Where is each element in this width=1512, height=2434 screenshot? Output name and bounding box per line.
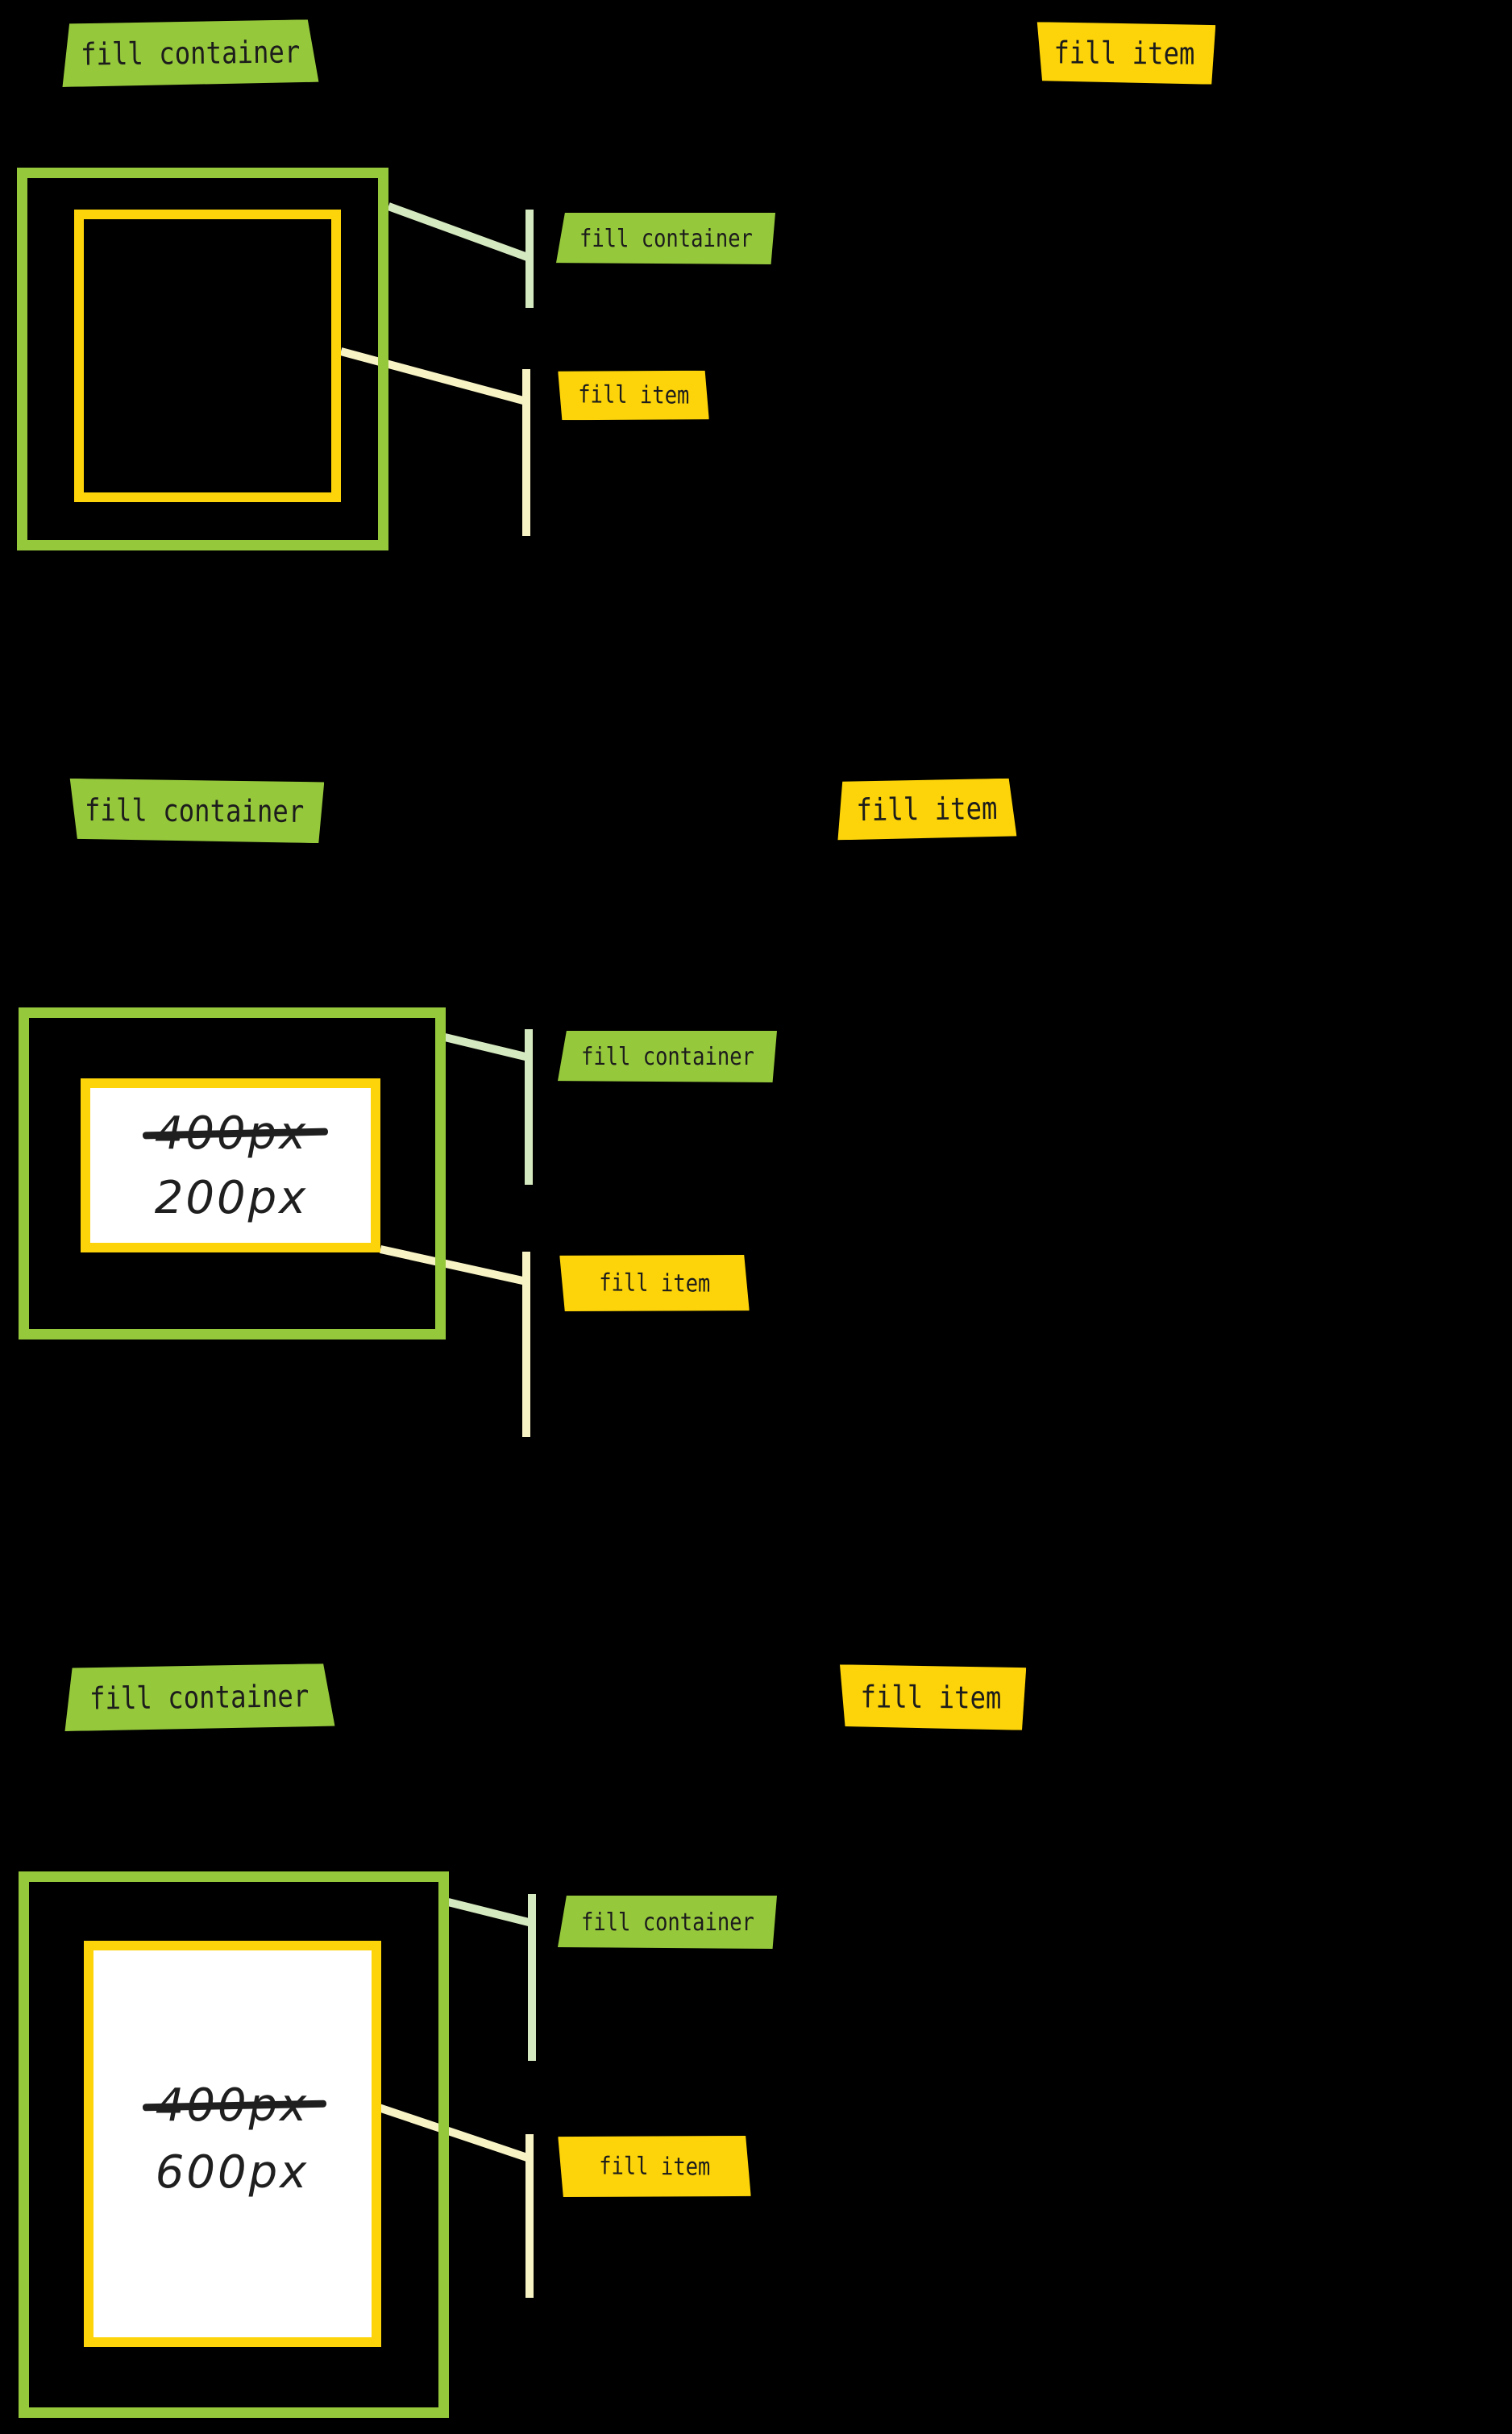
section1-container-connector	[387, 202, 534, 308]
section1-header-container-label: fill container	[80, 34, 301, 73]
section2-callout-item-sticker: fill item	[559, 1253, 750, 1313]
section3-header-item-sticker: fill item	[836, 1664, 1027, 1730]
section1-header-item-label: fill item	[1053, 35, 1195, 72]
section1-header-item-sticker: fill item	[1033, 22, 1216, 85]
section2-header-container-label: fill container	[84, 792, 305, 829]
section2-callout-container-label: fill container	[580, 1042, 754, 1071]
section3-item-frame	[84, 1941, 381, 2347]
section2-header-item-sticker: fill item	[837, 779, 1017, 841]
section3-callout-container-sticker: fill container	[558, 1896, 777, 1949]
section3-item-new-width-text: 600px	[155, 2145, 309, 2199]
section1-item-frame	[74, 210, 341, 502]
section2-container-frame	[19, 1007, 446, 1340]
section2-container-connector	[443, 1029, 533, 1185]
section3-container-frame	[19, 1871, 449, 2418]
section2-callout-container-sticker: fill container	[558, 1031, 777, 1082]
section3-header-container-label: fill container	[89, 1678, 309, 1717]
section1-header-container-sticker: fill container	[62, 19, 319, 87]
section1-callout-container-label: fill container	[579, 224, 753, 253]
section1-container-frame	[17, 168, 388, 550]
section1-callout-container-sticker: fill container	[556, 213, 775, 264]
section2-callout-item-label: fill item	[598, 1268, 711, 1298]
section3-container-connector	[447, 1894, 536, 2061]
section3-callout-item-sticker: fill item	[558, 2134, 752, 2199]
section3-callout-container-label: fill container	[580, 1908, 754, 1937]
section3-callout-item-label: fill item	[598, 2151, 711, 2182]
section2-header-container-sticker: fill container	[64, 779, 325, 843]
section2-item-new-width-text: 200px	[154, 1171, 309, 1224]
section1-callout-item-label: fill item	[577, 380, 690, 410]
section3-header-item-label: fill item	[860, 1679, 1002, 1716]
section2-header-item-label: fill item	[856, 790, 998, 829]
section1-callout-item-sticker: fill item	[558, 369, 710, 422]
section2-item-frame	[81, 1078, 380, 1252]
section3-header-container-sticker: fill container	[64, 1664, 335, 1731]
